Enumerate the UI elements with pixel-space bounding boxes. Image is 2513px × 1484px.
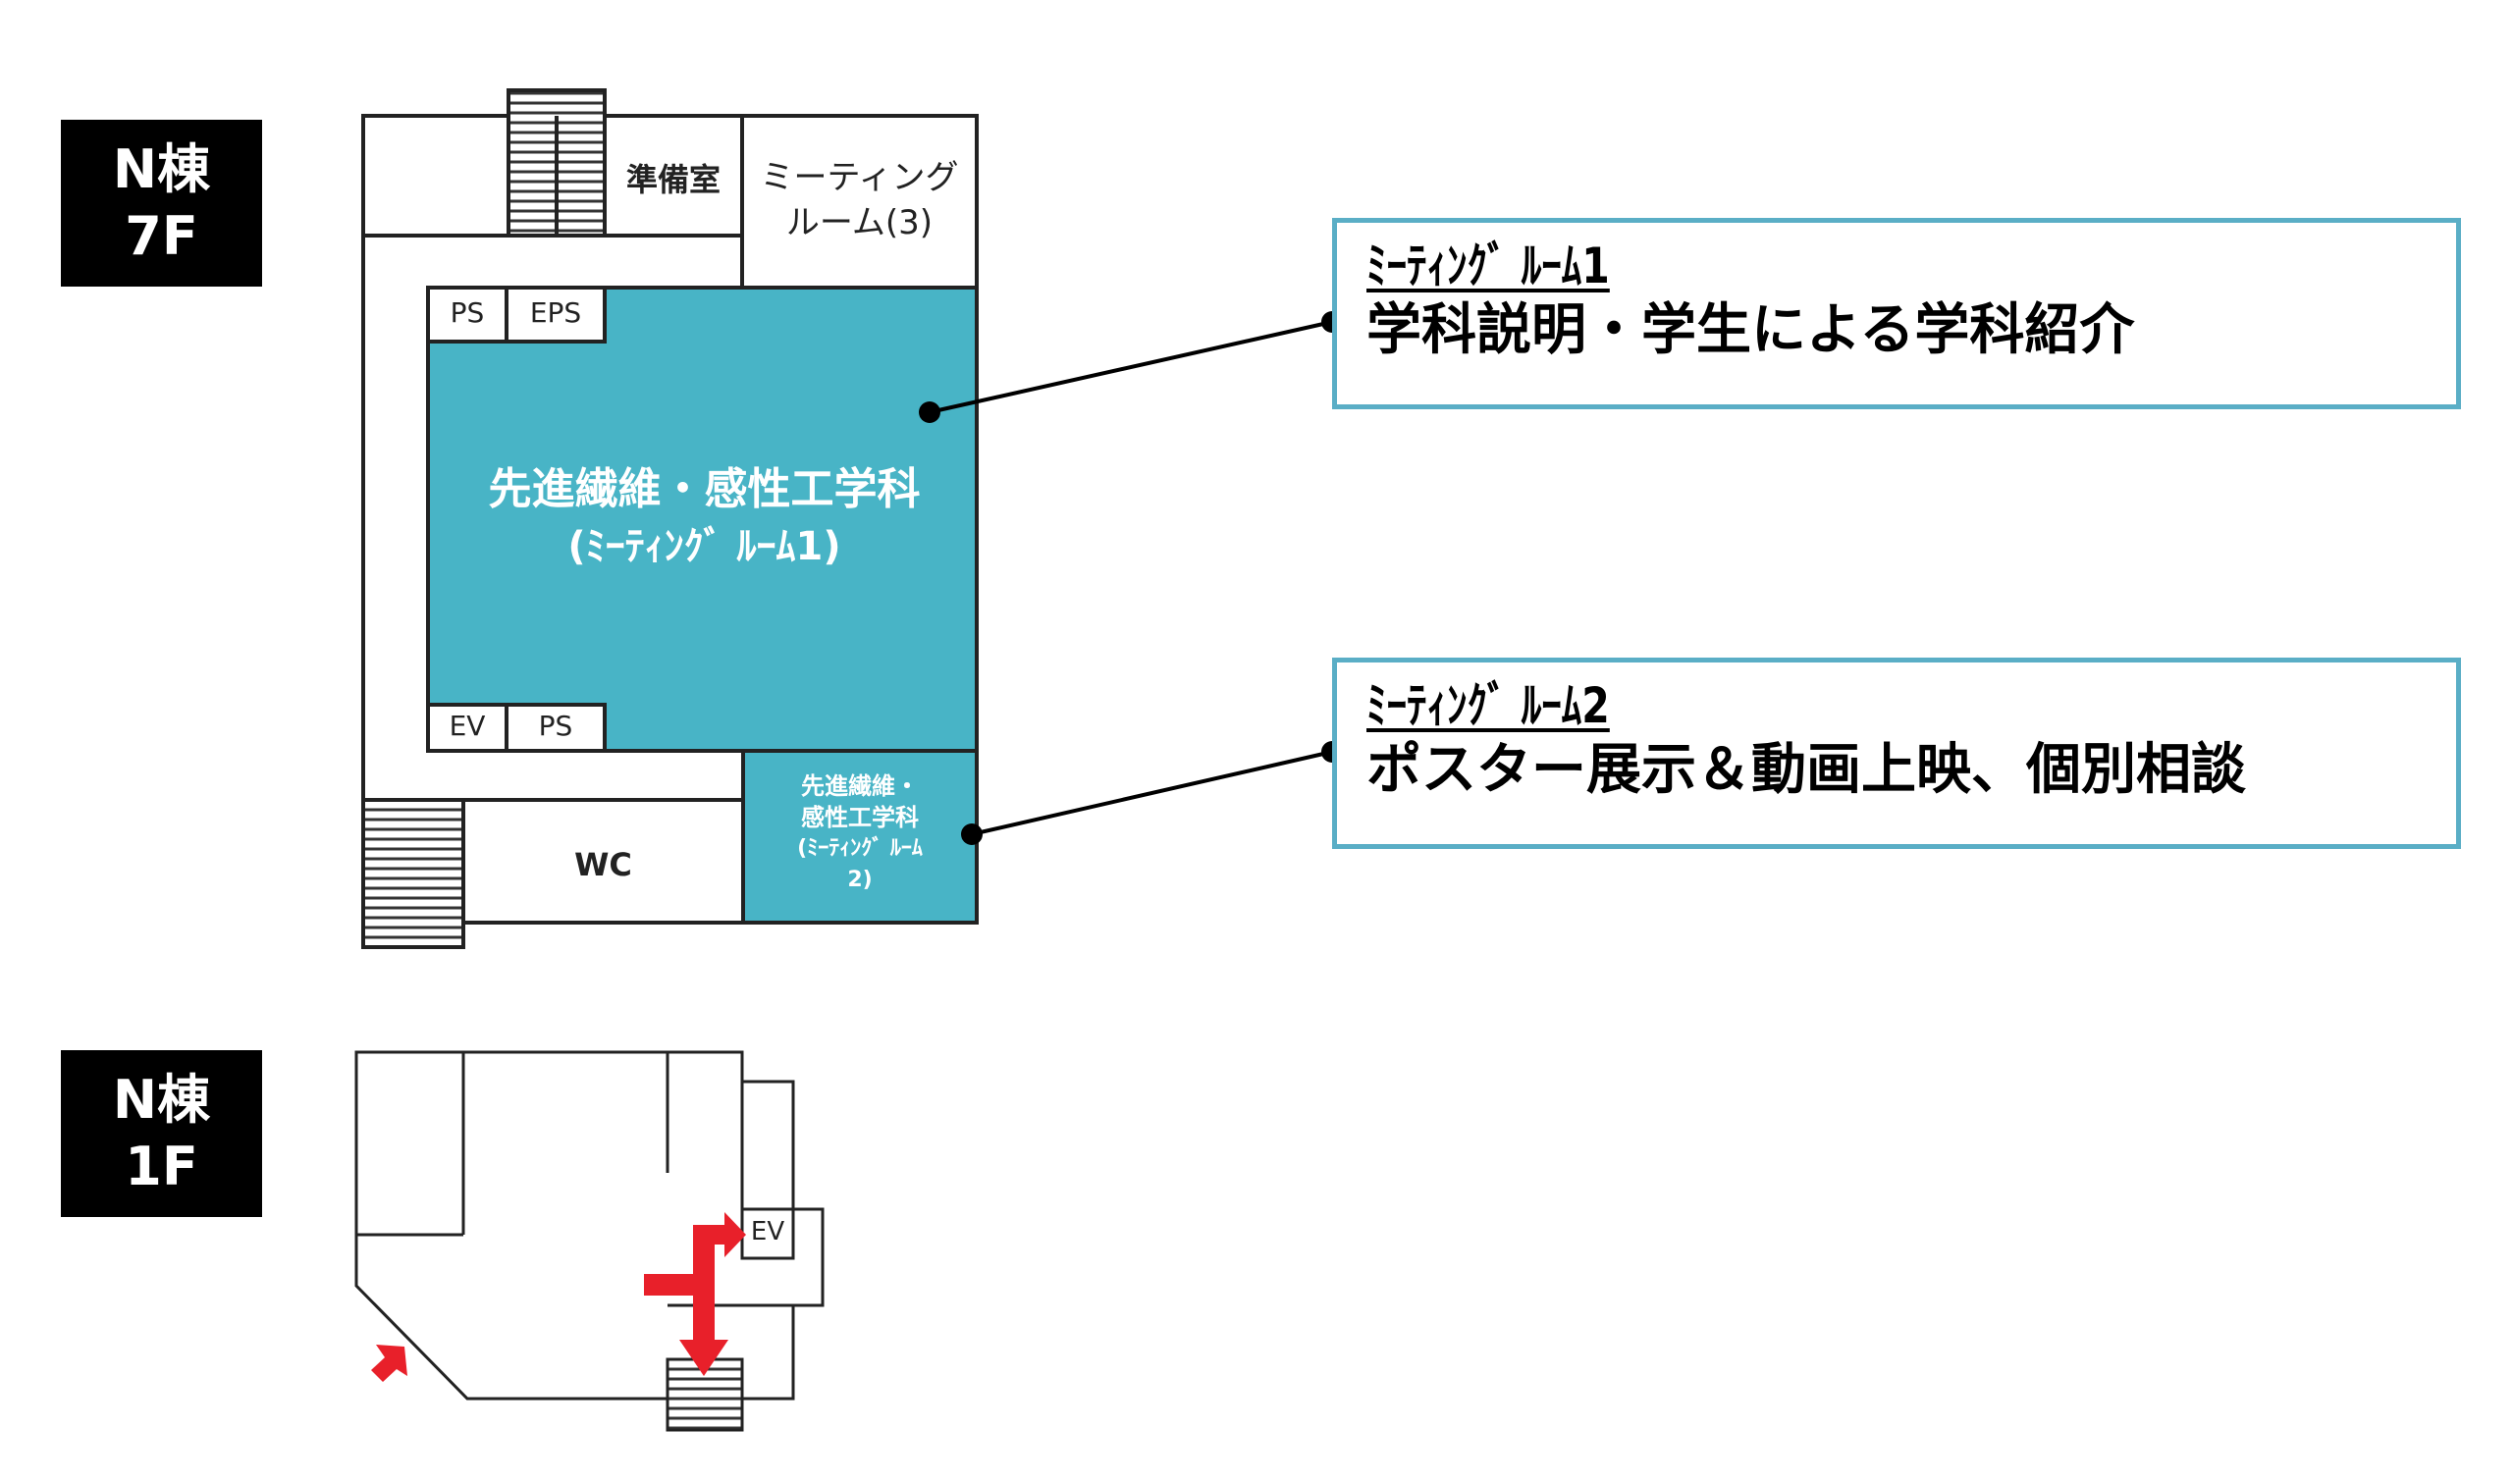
meeting-room-3-label: ミーティング ルーム(3) — [742, 155, 977, 245]
callout-title: ﾐｰﾃｨﾝｸﾞ ﾙｰﾑ2 — [1366, 677, 1610, 734]
floor-number: 1F — [125, 1136, 198, 1197]
building-name: N棟 — [112, 1069, 211, 1131]
callout-description: ポスター展示＆動画上映、個別相談 — [1366, 738, 2246, 802]
meeting-room-1-sub: (ﾐｰﾃｨﾝｸﾞ ﾙｰﾑ1) — [567, 524, 841, 569]
leader-line-1 — [929, 320, 1333, 414]
leader-line-2 — [971, 750, 1333, 836]
callout-meeting-room-2: ﾐｰﾃｨﾝｸﾞ ﾙｰﾑ2 ポスター展示＆動画上映、個別相談 — [1332, 658, 2461, 849]
prep-room-label: 準備室 — [625, 161, 721, 198]
meeting-room-2-line2: 感性工学科 — [801, 804, 919, 831]
callout-meeting-room-1: ﾐｰﾃｨﾝｸﾞ ﾙｰﾑ1 学科説明・学生による学科紹介 — [1332, 218, 2461, 409]
stairs-bottom — [361, 798, 465, 949]
eps-box-front — [505, 286, 607, 344]
outer-wall-1f — [354, 1050, 825, 1401]
meeting-room-2-label: 先進繊維・ 感性工学科 (ﾐｰﾃｨﾝｸﾞ ﾙｰﾑ 2) — [743, 770, 977, 896]
route-arrows — [371, 1212, 746, 1382]
callout-title: ﾐｰﾃｨﾝｸﾞ ﾙｰﾑ1 — [1366, 238, 1610, 294]
floor-plan-1f — [354, 1050, 825, 1432]
leader-dot-room2 — [961, 823, 983, 845]
building-name: N棟 — [112, 138, 211, 200]
ps-top-box-front — [426, 286, 508, 344]
ev-1f-label: EV — [750, 1217, 785, 1246]
leader-dot-room1 — [919, 401, 940, 423]
meeting-room-2-line4: 2) — [847, 868, 873, 892]
meeting-room-3-line1: ミーティング — [760, 158, 959, 197]
ps-top-label: PS — [450, 296, 485, 329]
meeting-room-1-name: 先進繊維・感性工学科 — [488, 464, 921, 514]
ev-box — [426, 703, 508, 753]
meeting-room-1-label: 先進繊維・感性工学科 (ﾐｰﾃｨﾝｸﾞ ﾙｰﾑ1) — [432, 461, 977, 575]
floor-1f-badge: N棟 1F — [61, 1050, 262, 1217]
meeting-room-3-line2: ルーム(3) — [785, 203, 934, 242]
floor-7f-badge: N棟 7F — [61, 120, 262, 287]
meeting-room-2 — [741, 749, 979, 925]
eps-label: EPS — [529, 296, 582, 329]
top-left-room — [361, 114, 510, 238]
wc-label: WC — [574, 846, 632, 883]
ev-label: EV — [449, 710, 486, 742]
callout-description: 学科説明・学生による学科紹介 — [1366, 298, 2135, 362]
meeting-room-2-line1: 先進繊維・ — [801, 772, 919, 800]
entrance-arrow — [371, 1345, 407, 1382]
floor-number: 7F — [125, 205, 198, 267]
ps-bottom-label: PS — [538, 710, 573, 742]
ps-bottom-box — [505, 703, 607, 753]
meeting-room-2-line3: (ﾐｰﾃｨﾝｸﾞ ﾙｰﾑ — [797, 836, 923, 861]
